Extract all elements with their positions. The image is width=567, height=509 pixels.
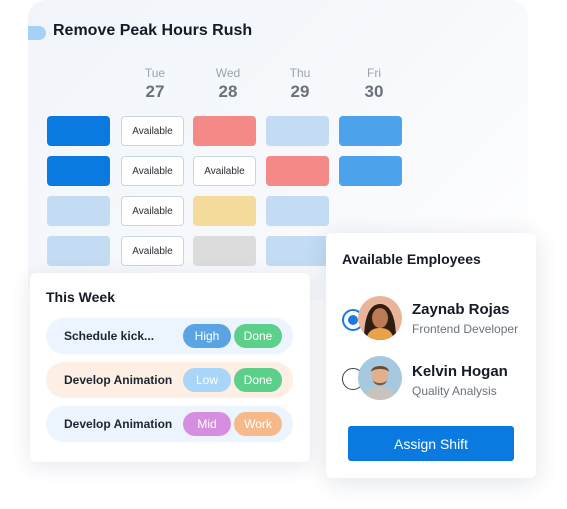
available-slot[interactable]: Available [121,236,184,266]
priority-badge: Mid [183,412,231,436]
avatar [358,356,402,400]
shift-slot[interactable] [193,196,256,226]
day-header-thu: Thu 29 [270,66,330,102]
task-name: Schedule kick... [64,329,155,343]
available-employees-card: Available Employees Zaynab Rojas Fronten… [326,233,536,478]
available-employees-title: Available Employees [342,251,481,267]
available-slot[interactable]: Available [121,156,184,186]
employee-name: Kelvin Hogan [412,363,508,380]
task-row[interactable]: Develop Animation Low Done [46,362,293,398]
shift-slot[interactable] [266,156,329,186]
status-badge: Work [234,412,282,436]
task-row[interactable]: Schedule kick... High Done [46,318,293,354]
available-slot[interactable]: Available [121,196,184,226]
shift-slot[interactable] [266,116,329,146]
status-badge: Done [234,324,282,348]
day-date: 29 [290,82,310,101]
day-name: Tue [144,66,166,80]
shift-slot[interactable] [266,196,329,226]
day-date: 28 [218,82,238,101]
employee-role: Quality Analysis [412,384,497,398]
shift-slot[interactable] [339,156,402,186]
task-row[interactable]: Develop Animation Mid Work [46,406,293,442]
day-date: 27 [145,82,165,101]
day-name: Fri [367,66,381,80]
day-date: 30 [364,82,384,101]
schedule-title: Remove Peak Hours Rush [53,22,253,39]
avatar [358,296,402,340]
available-slot[interactable]: Available [121,116,184,146]
available-slot[interactable]: Available [193,156,256,186]
shift-slot[interactable] [266,236,329,266]
this-week-card: This Week Schedule kick... High Done Dev… [30,273,310,462]
shift-slot[interactable] [193,116,256,146]
day-name: Thu [289,66,311,80]
this-week-title: This Week [46,289,115,305]
shift-slot[interactable] [47,236,110,266]
assign-shift-button[interactable]: Assign Shift [348,426,514,461]
shift-slot[interactable] [193,236,256,266]
task-name: Develop Animation [64,373,173,387]
task-name: Develop Animation [64,417,173,431]
day-header-fri: Fri 30 [344,66,404,102]
employee-name: Zaynab Rojas [412,301,510,318]
shift-slot[interactable] [339,116,402,146]
priority-badge: High [183,324,231,348]
day-header-wed: Wed 28 [198,66,258,102]
shift-slot[interactable] [47,156,110,186]
priority-badge: Low [183,368,231,392]
day-header-tue: Tue 27 [125,66,185,102]
employee-role: Frontend Developer [412,322,519,336]
shift-slot[interactable] [47,116,110,146]
shift-slot[interactable] [47,196,110,226]
status-badge: Done [234,368,282,392]
day-name: Wed [215,66,241,80]
flag-icon [28,26,46,40]
